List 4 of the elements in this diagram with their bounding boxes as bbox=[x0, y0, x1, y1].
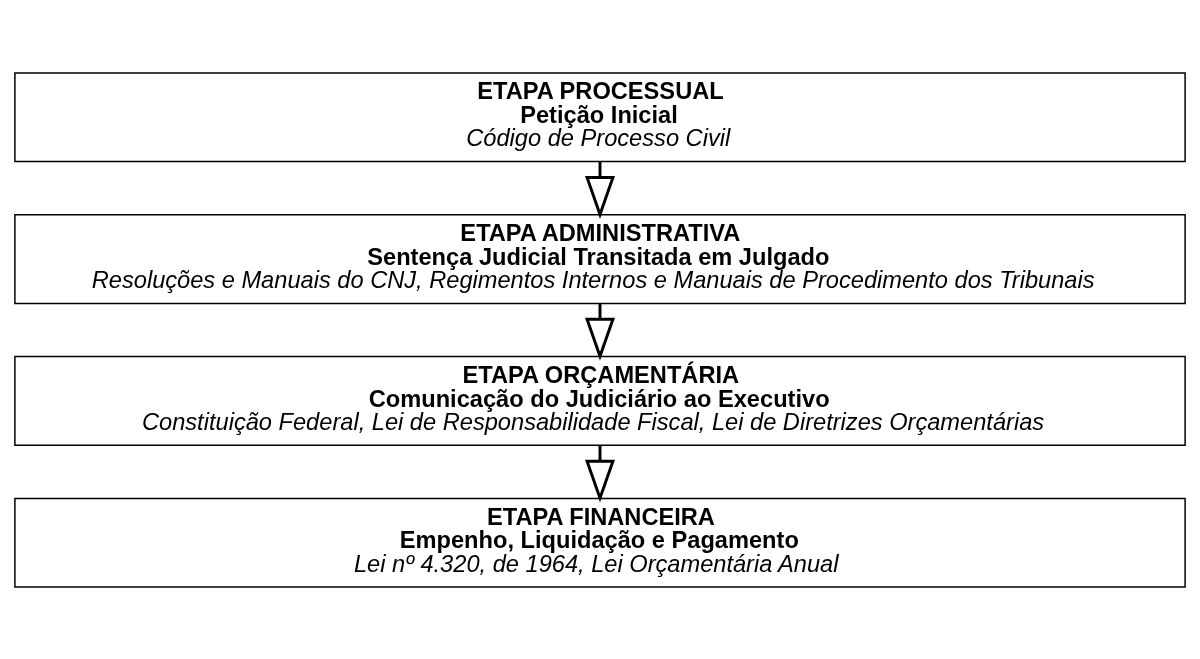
node-box: ETAPA FINANCEIRA Empenho, Liquidação e Pagamento Lei nº 4.320, de 1964, Lei Orçamentária Anual bbox=[14, 497, 1186, 588]
node-box: ETAPA ADMINISTRATIVA Sentença Judicial Transitada em Julgado Resoluções e Manuais do CNJ, Regimentos Internos e Manuais de Procedimento dos Tribunais bbox=[14, 213, 1186, 304]
node-box: ETAPA PROCESSUAL Petição Inicial Código de Processo Civil bbox=[14, 71, 1186, 162]
node-box: ETAPA ORÇAMENTÁRIA Comunicação do Judiciário ao Executivo Constituição Federal, Lei de Responsabilidade Fiscal, Lei de Diretrizes Orçamentárias bbox=[14, 355, 1186, 446]
